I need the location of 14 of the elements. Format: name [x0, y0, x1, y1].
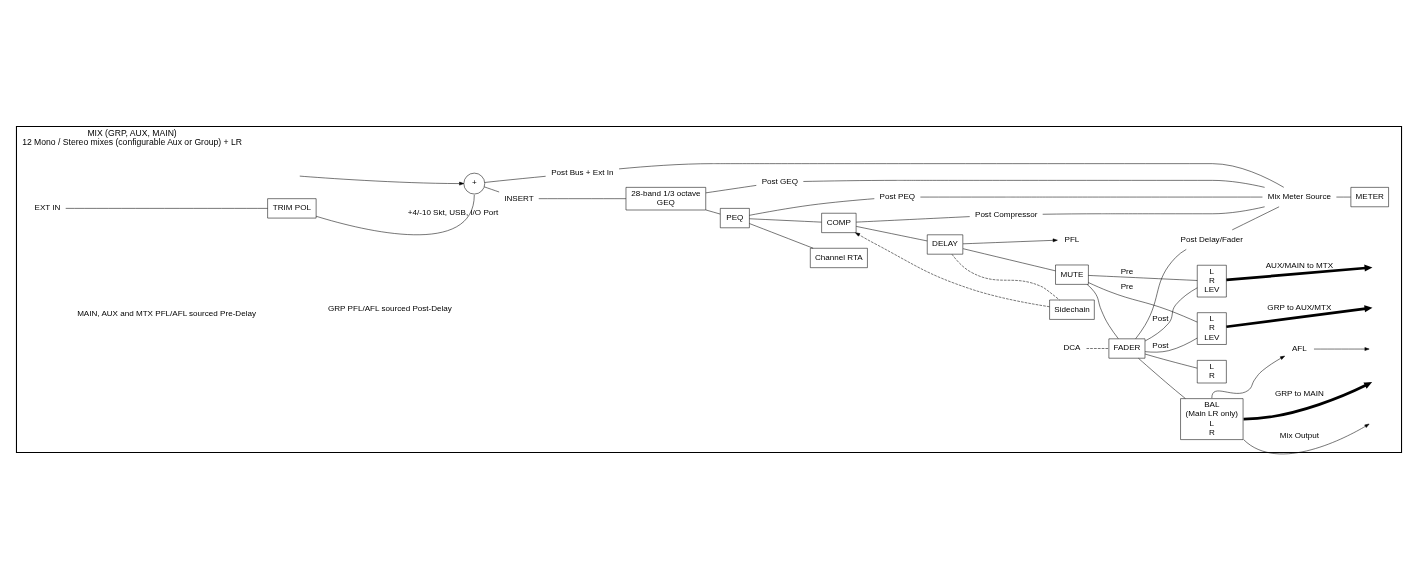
arrow: [1243, 423, 1370, 455]
arrow: [1226, 305, 1373, 329]
connector: [1088, 275, 1198, 281]
arrow: [1243, 382, 1373, 421]
connector: [1086, 284, 1119, 339]
connector: [1088, 282, 1198, 323]
arrow: [1313, 347, 1370, 351]
arrow: [962, 238, 1058, 245]
arrow: [855, 232, 1050, 307]
connector: [1135, 249, 1187, 339]
arrow: [1211, 355, 1285, 399]
arrow: [299, 175, 465, 186]
connector: [1144, 287, 1198, 342]
arrow: [1226, 264, 1373, 282]
